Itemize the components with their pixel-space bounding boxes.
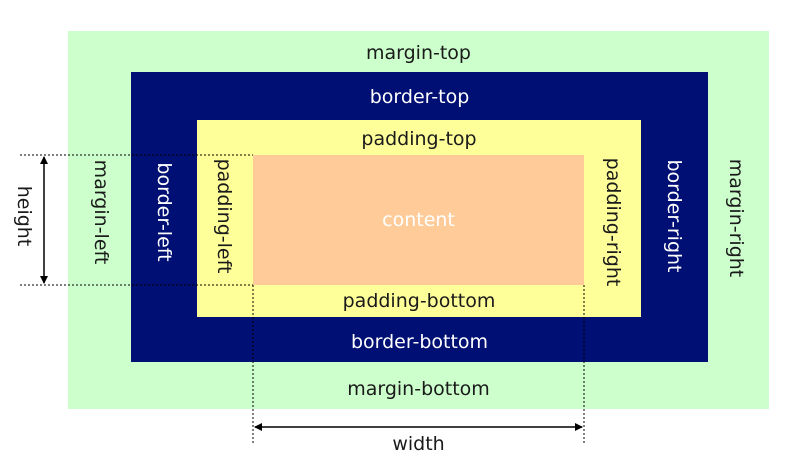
content-label: content [382,209,455,231]
padding-top-label: padding-top [361,128,477,150]
height-label: height [13,185,35,247]
content-area [253,155,584,285]
padding-bottom-label: padding-bottom [342,290,496,312]
border-bottom-label: border-bottom [350,331,489,353]
border-top-label: border-top [369,86,470,108]
margin-bottom-label: margin-bottom [347,378,490,400]
margin-top-label: margin-top [365,42,471,64]
width-label: width [392,433,445,455]
